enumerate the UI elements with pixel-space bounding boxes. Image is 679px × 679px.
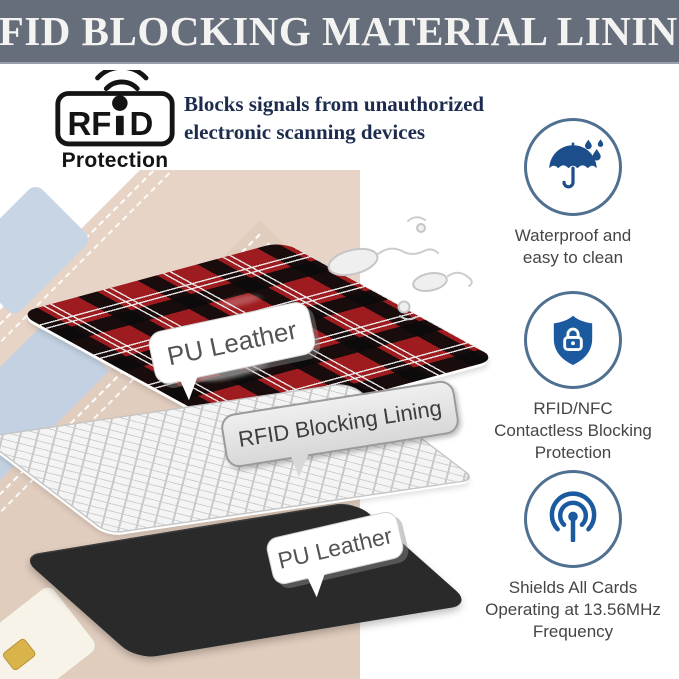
feature-circle bbox=[524, 118, 622, 216]
svg-text:RF: RF bbox=[68, 105, 112, 142]
rfid-protection-badge: RF D Protection bbox=[52, 70, 178, 173]
feature-circle bbox=[524, 291, 622, 389]
water-splash-graphic bbox=[327, 216, 473, 321]
shield-lock-icon bbox=[553, 315, 593, 365]
feature-label: Waterproof and easy to clean bbox=[514, 226, 632, 267]
headline: Blocks signals from unauthorized electro… bbox=[184, 92, 485, 144]
feature-label: Shields All Cards Operating at 13.56MHz … bbox=[485, 578, 661, 641]
feature-frequency-shield: Shields All Cards Operating at 13.56MHz … bbox=[478, 470, 668, 643]
rfid-badge-caption: Protection bbox=[61, 149, 169, 172]
water-sheen bbox=[215, 292, 267, 310]
feature-rfid-blocking: RFID/NFC Contactless Blocking Protection bbox=[478, 291, 668, 464]
banner: RFID BLOCKING MATERIAL LINING bbox=[0, 0, 679, 62]
wifi-arc-icon bbox=[103, 79, 140, 92]
banner-title: RFID BLOCKING MATERIAL LINING bbox=[0, 8, 679, 54]
feature-circle bbox=[524, 470, 622, 568]
svg-text:D: D bbox=[130, 105, 154, 142]
feature-label: RFID/NFC Contactless Blocking Protection bbox=[494, 399, 652, 462]
broadcast-signal-icon bbox=[549, 491, 597, 543]
wifi-arc-icon bbox=[95, 70, 149, 81]
bubble-tail bbox=[290, 451, 314, 478]
rfid-logo-icon: RF D bbox=[55, 70, 175, 147]
umbrella-rain-icon bbox=[549, 139, 604, 189]
feature-waterproof: Waterproof and easy to clean bbox=[478, 118, 668, 269]
card-chip-icon bbox=[1, 637, 37, 672]
